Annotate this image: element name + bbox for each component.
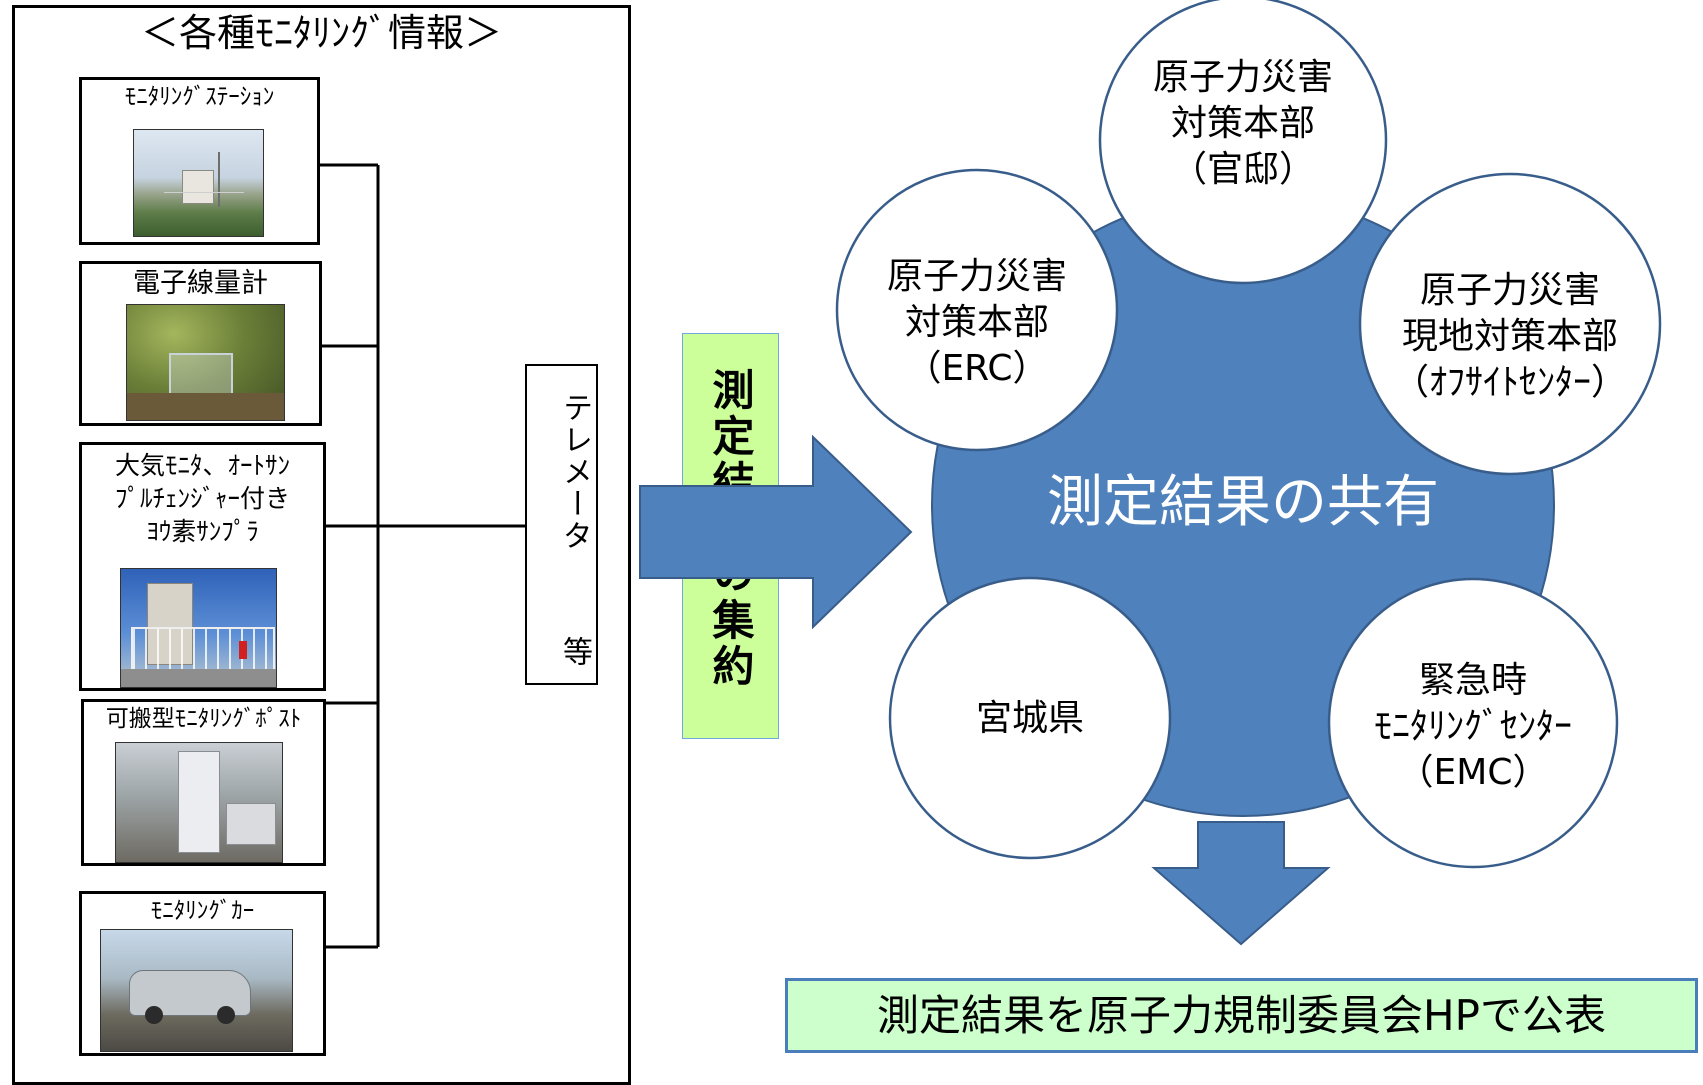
node-circle-kantei: [1098, 0, 1388, 285]
station-label: 可搬型ﾓﾆﾀﾘﾝｸﾞﾎﾟｽﾄ: [105, 706, 302, 732]
station-label: ﾓﾆﾀﾘﾝｸﾞｶｰ: [150, 898, 255, 924]
node-label-kantei: 原子力災害 対策本部 （官邸）: [1152, 57, 1333, 190]
station-label: 大気ﾓﾆﾀ、ｵｰﾄｻﾝ ﾌﾟﾙﾁｪﾝｼﾞｬｰ付き ﾖｳ素ｻﾝﾌﾟﾗ: [114, 451, 290, 546]
station-air-monitor: 大気ﾓﾆﾀ、ｵｰﾄｻﾝ ﾌﾟﾙﾁｪﾝｼﾞｬｰ付き ﾖｳ素ｻﾝﾌﾟﾗ: [79, 442, 326, 691]
node-label-erc: 原子力災害 対策本部 （ERC）: [886, 256, 1067, 389]
connector-lines: [318, 163, 525, 949]
panel-title: ＜各種ﾓﾆﾀﾘﾝｸﾞ情報＞: [140, 11, 502, 55]
publish-label: 測定結果を原子力規制委員会HPで公表: [877, 991, 1606, 1040]
node-circle-offsite-center: [1358, 172, 1662, 476]
station-label: 電子線量計: [133, 268, 268, 299]
node-label-miyagi: 宮城県: [975, 698, 1084, 739]
sharing-diagram: [639, 0, 1662, 946]
station-monitoring-car: ﾓﾆﾀﾘﾝｸﾞｶｰ: [79, 891, 326, 1056]
telemeter-box: テレメータ 等: [525, 364, 598, 685]
station-portable-monitoring-post: 可搬型ﾓﾆﾀﾘﾝｸﾞﾎﾟｽﾄ: [81, 699, 326, 866]
node-circle-erc: [835, 168, 1119, 452]
node-circle-emc: [1327, 577, 1619, 869]
station-photo: [100, 929, 293, 1052]
station-monitoring-station: ﾓﾆﾀﾘﾝｸﾞｽﾃｰｼｮﾝ: [79, 77, 320, 245]
node-label-emc: 緊急時 ﾓﾆﾀﾘﾝｸﾞｾﾝﾀｰ （EMC）: [1374, 660, 1572, 793]
station-photo: [120, 568, 277, 688]
publish-arrow: [1151, 821, 1331, 946]
publish-box: 測定結果を原子力規制委員会HPで公表: [785, 978, 1698, 1053]
station-photo: [126, 304, 285, 421]
telemeter-label: テレメータ: [557, 392, 592, 552]
sharing-hub-label: 測定結果の共有: [1047, 470, 1439, 535]
station-label: ﾓﾆﾀﾘﾝｸﾞｽﾃｰｼｮﾝ: [124, 84, 275, 110]
telemeter-suffix: 等: [557, 636, 592, 668]
station-photo: [133, 129, 264, 237]
station-electronic-dosimeter: 電子線量計: [79, 261, 322, 426]
station-photo: [115, 742, 283, 863]
node-circle-miyagi: [888, 576, 1172, 860]
aggregate-arrow: [639, 434, 913, 630]
node-label-offsite-center: 原子力災害 現地対策本部 （ｵﾌｻｲﾄｾﾝﾀｰ）: [1392, 270, 1627, 403]
